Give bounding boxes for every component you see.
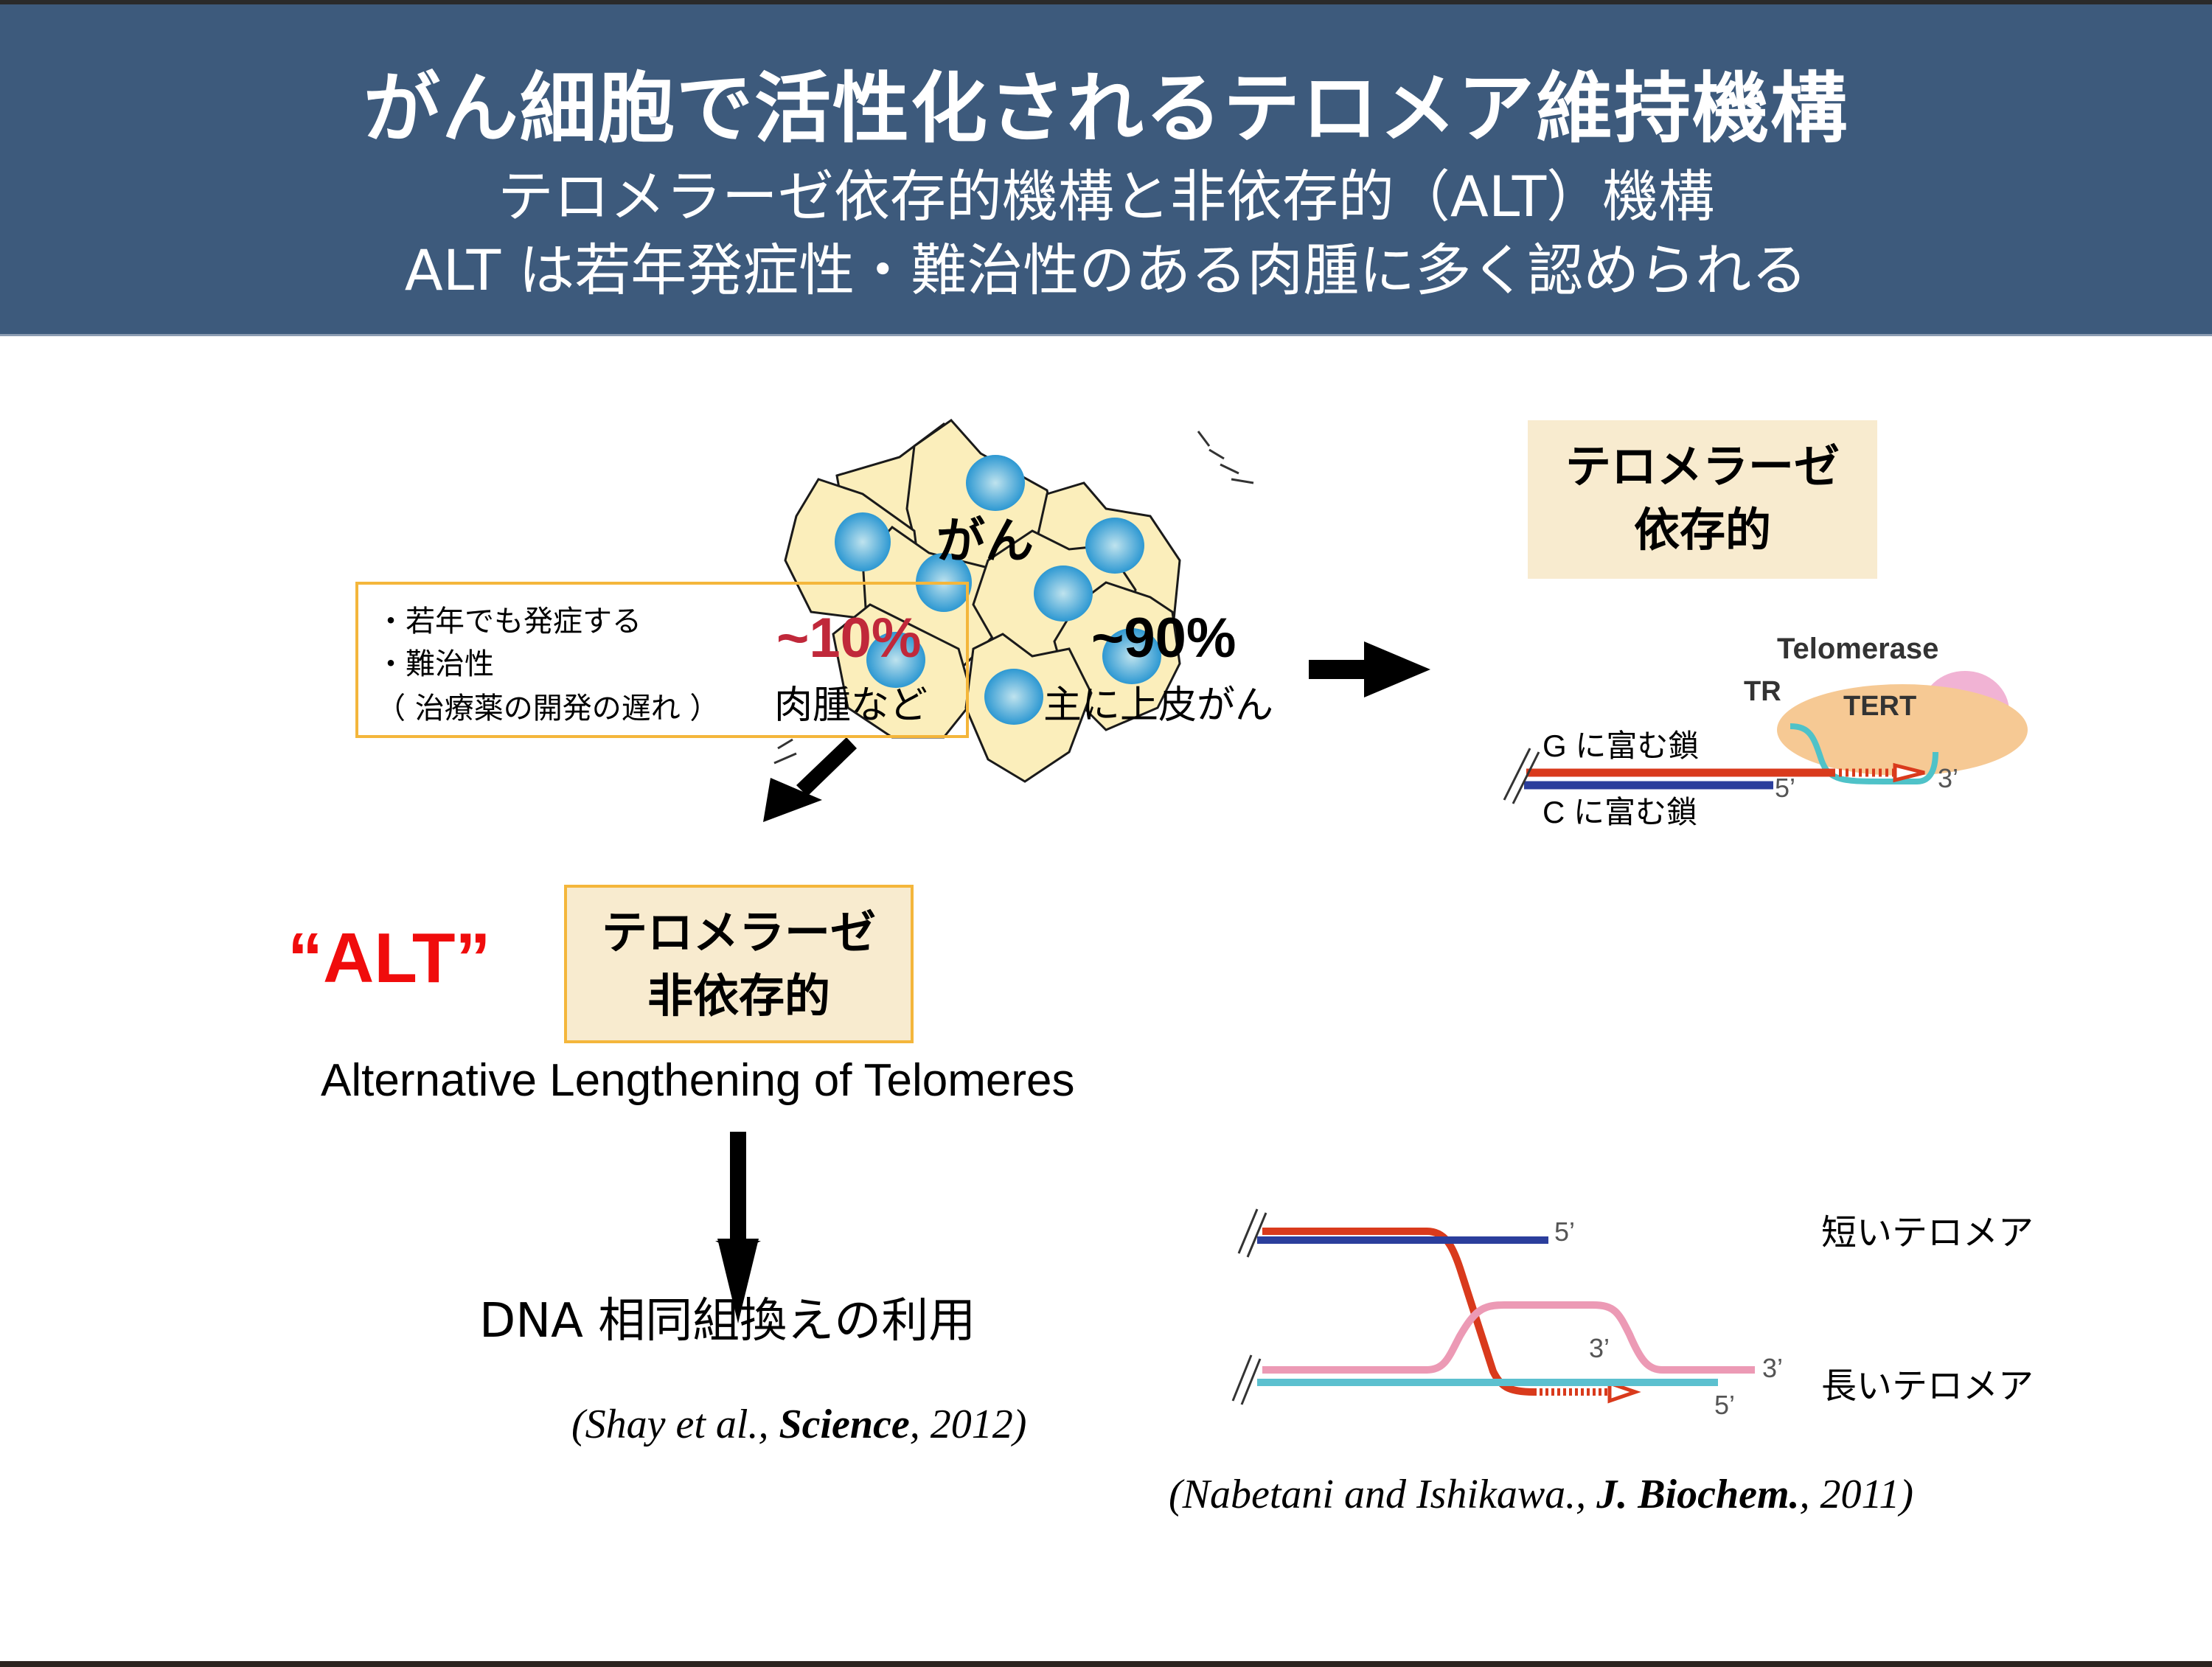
five-prime-label: 5’ <box>1775 773 1796 803</box>
nucleus <box>984 669 1043 725</box>
feature-line: ・若年でも発症する <box>376 605 641 638</box>
three-prime-label: 3’ <box>1589 1333 1610 1363</box>
citation-shay: (Shay et al., Science, 2012) <box>571 1401 1026 1448</box>
nucleus <box>835 512 891 571</box>
break-mark <box>1512 751 1540 804</box>
arrow-right-icon <box>1309 641 1430 697</box>
citation-journal: J. Biochem. <box>1596 1472 1800 1517</box>
sarcoma-caption: 肉腫など <box>774 683 928 728</box>
short-telomere-label: 短いテロメア <box>1821 1212 2034 1253</box>
telomerase-percentage: ~90% <box>1091 607 1237 669</box>
break-mark <box>1240 1358 1262 1405</box>
box-line: テロメラーゼ <box>601 905 876 959</box>
nucleus <box>1102 628 1161 684</box>
cancer-label: がん <box>936 512 1034 569</box>
alt-percentage: ~10% <box>776 607 922 669</box>
box-line: 依存的 <box>1633 503 1771 557</box>
long-telomere-pink-strand <box>1262 1301 1755 1374</box>
long-telomere-label: 長いテロメア <box>1821 1365 2034 1407</box>
tr-label: TR <box>1744 676 1781 707</box>
slide-title: がん細胞で活性化されるテロメア維持機構 <box>363 63 1848 153</box>
nucleus <box>1085 518 1144 574</box>
telomerase-diagram <box>1503 671 2028 804</box>
slide-subtitle-2: ALT は若年発症性・難治性のある肉腫に多く認められる <box>404 237 1808 303</box>
break-mark <box>1503 748 1531 801</box>
extension-arrowhead <box>1607 1380 1641 1404</box>
tert-label: TERT <box>1843 691 1917 722</box>
telomerase-independent-box: テロメラーゼ 非依存的 <box>564 885 914 1043</box>
alt-full-name: Alternative Lengthening of Telomeres <box>321 1055 1075 1106</box>
citation-text: (Nabetani and Ishikawa., <box>1169 1472 1597 1517</box>
citation-text: (Shay et al., <box>571 1402 779 1447</box>
break-mark <box>1246 1212 1267 1258</box>
alt-features-box <box>355 582 969 738</box>
nucleus <box>866 632 925 688</box>
three-prime-label: 3’ <box>1938 763 1959 793</box>
five-prime-label: 5’ <box>1714 1390 1736 1420</box>
nucleus <box>966 455 1025 511</box>
title-header <box>0 0 2212 336</box>
three-prime-label: 3’ <box>1762 1353 1784 1383</box>
epithelial-caption: 主に上皮がん <box>1043 683 1274 728</box>
break-mark <box>1237 1208 1259 1254</box>
mechanism-text: DNA 相同組換えの利用 <box>479 1294 976 1348</box>
nucleus <box>1034 565 1093 622</box>
g-strand-label: G に富む鎖 <box>1543 728 1700 763</box>
emphasis-lines-icon <box>1197 431 1254 484</box>
tert-protein <box>1777 684 2028 776</box>
citation-text: , 2011) <box>1799 1472 1914 1517</box>
citation-text: , 2012) <box>909 1402 1027 1447</box>
citation-journal: Science <box>779 1402 910 1447</box>
short-telomere-g-strand <box>1262 1228 1534 1396</box>
feature-line: （ 治療薬の開発の遅れ ） <box>376 692 720 725</box>
citation-nabetani: (Nabetani and Ishikawa., J. Biochem., 20… <box>1169 1471 1913 1518</box>
box-line: テロメラーゼ <box>1565 439 1840 493</box>
five-prime-label: 5’ <box>1554 1217 1576 1247</box>
arrow-down-icon <box>715 1132 761 1323</box>
arrow-down-left-icon <box>763 737 857 822</box>
extension-arrowhead <box>1893 762 1925 783</box>
break-mark <box>1231 1354 1253 1402</box>
emphasis-lines-icon <box>773 738 797 765</box>
feature-line: ・難治性 <box>376 647 494 681</box>
alt-label: “ALT” <box>288 919 491 998</box>
slide-subtitle-1: テロメラーゼ依存的機構と非依存的（ALT）機構 <box>497 164 1715 229</box>
recombination-diagram <box>1231 1208 1755 1405</box>
box-line: 非依存的 <box>647 969 830 1023</box>
tr-rna <box>1790 723 1938 784</box>
c-strand-label: C に富む鎖 <box>1543 795 1698 829</box>
telomerase-dependent-box: テロメラーゼ 依存的 <box>1528 420 1877 579</box>
telomerase-label: Telomerase <box>1777 633 1939 665</box>
bottom-border <box>0 1661 2212 1667</box>
